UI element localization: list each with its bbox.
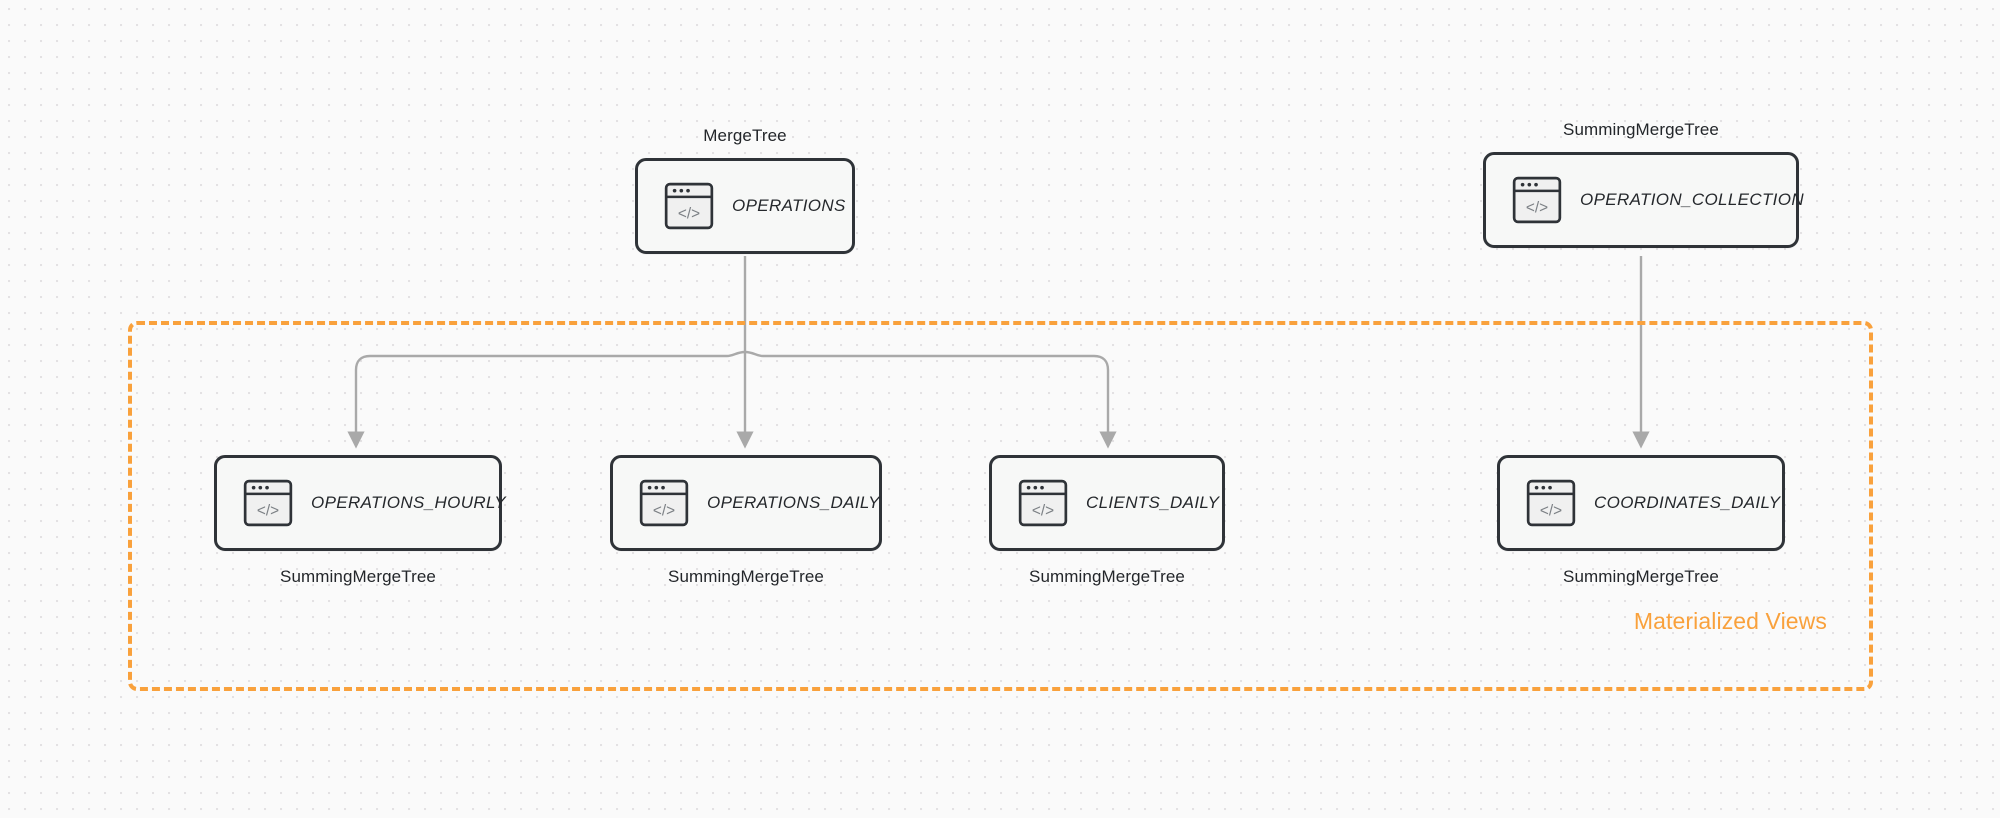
code-window-icon: </> (639, 479, 689, 527)
svg-text:</>: </> (1032, 502, 1054, 519)
code-window-icon: </> (664, 182, 714, 230)
engine-label-operations_daily: SummingMergeTree (668, 567, 824, 586)
engine-label-operations_hourly: SummingMergeTree (280, 567, 436, 586)
table-node-clients_daily[interactable]: </> CLIENTS_DAILY (989, 455, 1225, 551)
svg-text:</>: </> (678, 205, 700, 222)
code-window-icon: </> (1526, 479, 1576, 527)
materialized-views-label: Materialized Views (1633, 608, 1827, 634)
svg-text:</>: </> (257, 502, 279, 519)
svg-text:</>: </> (1526, 199, 1548, 216)
svg-text:</>: </> (653, 502, 675, 519)
table-node-operation_collection[interactable]: </> OPERATION_COLLECTION (1483, 152, 1804, 248)
materialized-views-group: Materialized Views (128, 321, 1873, 691)
table-node-title-operations: OPERATIONS (732, 196, 846, 215)
table-node-coordinates_daily[interactable]: </> COORDINATES_DAILY (1497, 455, 1785, 551)
table-node-title-coordinates_daily: COORDINATES_DAILY (1594, 493, 1781, 512)
table-node-operations_hourly[interactable]: </> OPERATIONS_HOURLY (214, 455, 506, 551)
table-node-title-operation_collection: OPERATION_COLLECTION (1580, 190, 1804, 209)
code-window-icon: </> (1512, 176, 1562, 224)
engine-label-coordinates_daily: SummingMergeTree (1563, 567, 1719, 586)
code-window-icon: </> (243, 479, 293, 527)
table-node-operations[interactable]: </> OPERATIONS (635, 158, 855, 254)
svg-text:</>: </> (1540, 502, 1562, 519)
code-window-icon: </> (1018, 479, 1068, 527)
table-node-title-operations_daily: OPERATIONS_DAILY (707, 493, 880, 512)
engine-label-clients_daily: SummingMergeTree (1029, 567, 1185, 586)
table-node-title-operations_hourly: OPERATIONS_HOURLY (311, 493, 506, 512)
table-node-operations_daily[interactable]: </> OPERATIONS_DAILY (610, 455, 882, 551)
engine-label-operations: MergeTree (703, 126, 787, 145)
engine-label-operation_collection: SummingMergeTree (1563, 120, 1719, 139)
table-node-title-clients_daily: CLIENTS_DAILY (1086, 493, 1220, 512)
